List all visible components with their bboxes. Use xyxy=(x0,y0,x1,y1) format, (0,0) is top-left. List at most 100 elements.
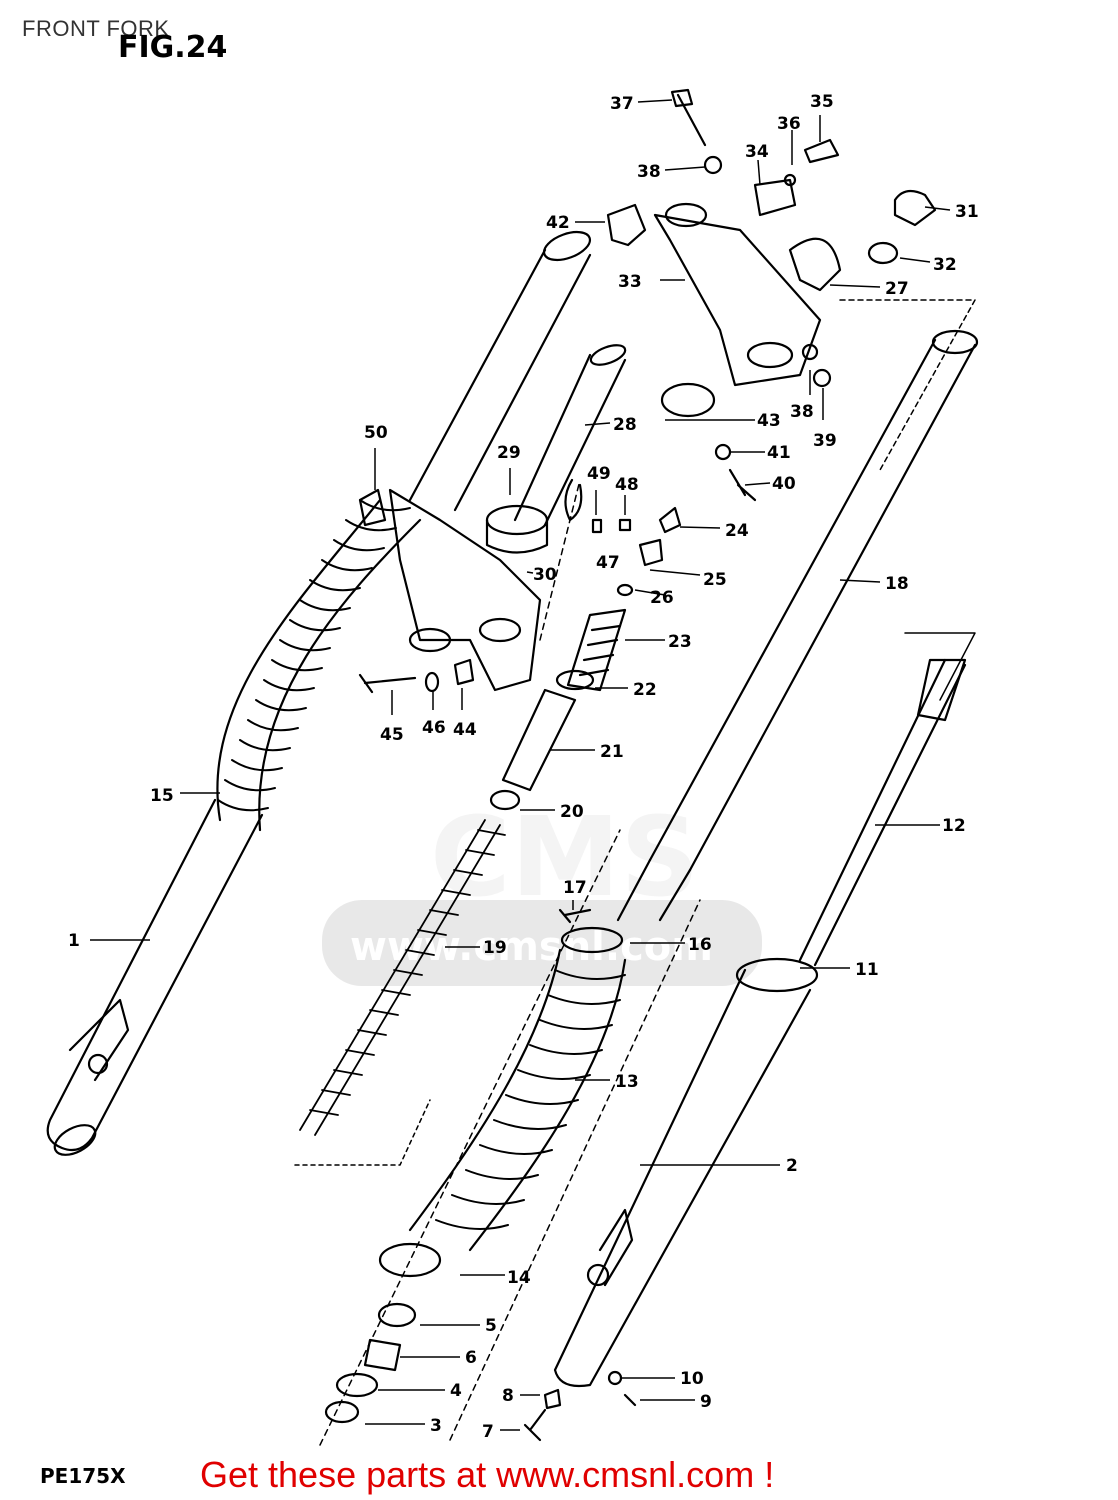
watermark-brand: CMS xyxy=(430,793,699,921)
callout-4: 4 xyxy=(450,1381,462,1401)
part-screw-48 xyxy=(618,518,632,532)
part-fork-spring-19 xyxy=(299,819,506,1136)
figure-label: FIG.24 xyxy=(118,30,228,65)
callout-29: 29 xyxy=(497,443,521,463)
part-bolt-40 xyxy=(728,468,757,502)
callout-17: 17 xyxy=(563,878,587,898)
part-bolt-17 xyxy=(558,908,592,924)
callout-40: 40 xyxy=(772,474,796,494)
part-screw-49 xyxy=(591,518,603,534)
callout-12: 12 xyxy=(942,816,966,836)
callout-21: 21 xyxy=(600,742,624,762)
callout-23: 23 xyxy=(668,632,692,652)
callout-1: 1 xyxy=(68,931,80,951)
part-screw-25 xyxy=(638,538,664,567)
callout-22: 22 xyxy=(633,680,657,700)
callout-18: 18 xyxy=(885,574,909,594)
leader-box-18 xyxy=(839,299,976,471)
callout-48: 48 xyxy=(615,475,639,495)
callout-46: 46 xyxy=(422,718,446,738)
callout-43: 43 xyxy=(757,411,781,431)
part-inner-tube-left-top xyxy=(408,230,592,512)
part-washer-8 xyxy=(543,1388,562,1410)
part-boot-right xyxy=(408,926,627,1252)
callout-38-second: 38 xyxy=(790,402,814,422)
callout-44: 44 xyxy=(453,720,477,740)
part-boot-left xyxy=(216,498,422,832)
part-bolt-35 xyxy=(803,138,840,164)
part-washer-46 xyxy=(424,671,440,693)
callout-11: 11 xyxy=(855,960,879,980)
part-bracket-42 xyxy=(606,203,647,247)
part-clamp-14 xyxy=(378,1242,442,1278)
page-title: FRONT FORK xyxy=(22,16,170,41)
part-bolt-45 xyxy=(358,673,417,694)
part-washer-10 xyxy=(607,1370,623,1386)
watermark-url: www.cmsnl.com xyxy=(350,924,713,970)
part-bolt-7 xyxy=(523,1408,547,1442)
callout-25: 25 xyxy=(703,570,727,590)
callout-38: 38 xyxy=(637,162,661,182)
part-upper-bracket xyxy=(653,202,842,387)
callout-37: 37 xyxy=(610,94,634,114)
callout-31: 31 xyxy=(955,202,979,222)
leader-lines xyxy=(90,99,951,1431)
part-screw-9 xyxy=(623,1393,637,1407)
part-inner-tube-18 xyxy=(616,329,979,922)
part-outer-tube-right xyxy=(553,957,819,1388)
callout-27: 27 xyxy=(885,279,909,299)
callout-14: 14 xyxy=(507,1268,531,1288)
part-bolt-50 xyxy=(358,488,387,527)
promo-link[interactable]: Get these parts at www.cmsnl.com ! xyxy=(200,1454,775,1495)
callout-47: 47 xyxy=(596,553,620,573)
part-cap-24 xyxy=(658,506,682,534)
part-ring-26 xyxy=(616,583,634,597)
callout-41: 41 xyxy=(767,443,791,463)
part-washer-20 xyxy=(489,789,521,811)
callout-16: 16 xyxy=(688,935,712,955)
callout-49: 49 xyxy=(587,464,611,484)
callout-30: 30 xyxy=(533,565,557,585)
callout-6: 6 xyxy=(465,1348,477,1368)
callout-32: 32 xyxy=(933,255,957,275)
part-nut-38 xyxy=(703,155,723,175)
callout-2: 2 xyxy=(786,1156,798,1176)
watermark: CMS www.cmsnl.com xyxy=(322,793,762,986)
part-nut-39 xyxy=(812,368,832,388)
callout-9: 9 xyxy=(700,1392,712,1412)
callout-3: 3 xyxy=(430,1416,442,1436)
part-seal-6 xyxy=(363,1338,402,1372)
part-washer-36 xyxy=(783,173,797,187)
leader-box-12 xyxy=(904,632,976,701)
part-ring-4 xyxy=(335,1372,379,1398)
callout-10: 10 xyxy=(680,1369,704,1389)
part-clamp-43 xyxy=(660,382,716,418)
callout-19: 19 xyxy=(483,938,507,958)
callout-7: 7 xyxy=(482,1422,494,1442)
callout-24: 24 xyxy=(725,521,749,541)
callouts: 1 2 3 4 5 6 7 8 9 10 11 12 13 14 15 16 1… xyxy=(68,92,979,1442)
part-steering-stem xyxy=(485,344,627,554)
part-washer-32 xyxy=(867,241,899,265)
watermark-banner xyxy=(322,900,762,986)
callout-8: 8 xyxy=(502,1386,514,1406)
callout-5: 5 xyxy=(485,1316,497,1336)
callout-36: 36 xyxy=(777,114,801,134)
part-bolt-31 xyxy=(893,189,937,227)
part-spring-23 xyxy=(566,608,627,692)
part-washer-3 xyxy=(324,1400,360,1424)
model-code: PE175X xyxy=(40,1464,126,1488)
callout-45: 45 xyxy=(380,725,404,745)
callout-42: 42 xyxy=(546,213,570,233)
part-washer-22 xyxy=(555,669,595,691)
callout-39: 39 xyxy=(813,431,837,451)
part-nut-38b xyxy=(801,343,819,361)
part-outer-tube-left xyxy=(46,798,264,1156)
part-bolt-37 xyxy=(670,88,707,147)
callout-34: 34 xyxy=(745,142,769,162)
callout-35: 35 xyxy=(810,92,834,112)
part-under-bracket xyxy=(388,488,542,692)
part-nut-44 xyxy=(453,658,475,686)
callout-26: 26 xyxy=(650,588,674,608)
